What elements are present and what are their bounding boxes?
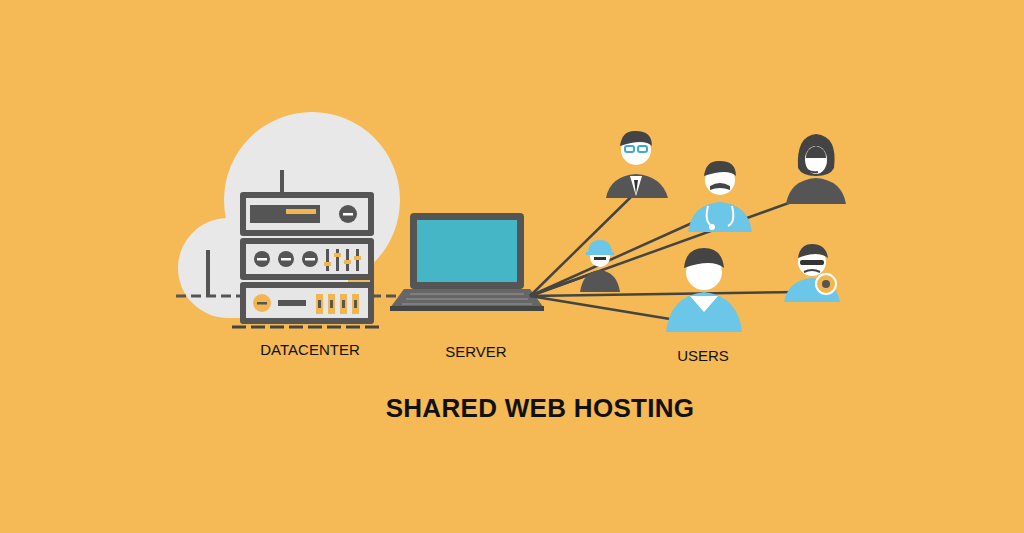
- part-label: USERS: [677, 347, 729, 364]
- floor-line: [232, 326, 380, 329]
- diagram-title: SHARED WEB HOSTING: [386, 393, 695, 424]
- laptop: [390, 213, 544, 311]
- user-icon: [784, 244, 840, 302]
- cloud: [224, 112, 400, 288]
- user-icon: [786, 134, 846, 204]
- user-icon: [606, 131, 668, 198]
- part-label: DATACENTER: [260, 341, 359, 358]
- part-label: SERVER: [445, 343, 506, 360]
- server-rack: [240, 192, 374, 324]
- connection-lines: [530, 192, 808, 320]
- user-icon: [688, 161, 752, 232]
- user-icon: [580, 240, 620, 292]
- user-icon: [666, 248, 742, 332]
